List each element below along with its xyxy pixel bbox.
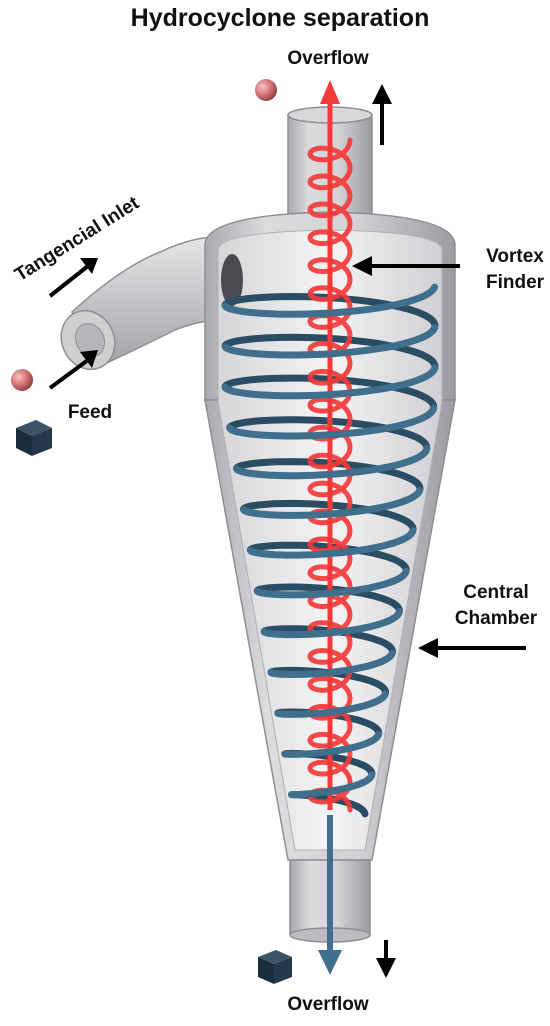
inlet-arrow-icon xyxy=(48,264,90,298)
inner-spiral-coil xyxy=(307,137,353,813)
heavy-particle-feed xyxy=(16,420,52,456)
up-arrow-head-icon xyxy=(372,84,392,104)
light-particle-feed xyxy=(11,369,33,391)
diagram-title: Hydrocyclone separation xyxy=(131,4,430,32)
inner-vortex-spiral xyxy=(225,80,435,975)
light-particle-top xyxy=(255,79,277,101)
label-vortex-finder-line1: Vortex xyxy=(486,246,544,267)
tangential-inlet-pipe xyxy=(60,237,233,371)
label-central-chamber-line2: Chamber xyxy=(455,608,538,629)
direction-arrows xyxy=(48,84,526,978)
down-arrow-head-icon xyxy=(376,958,396,978)
feed-arrow-icon xyxy=(48,358,90,390)
underflow-arrow-icon xyxy=(318,950,342,975)
heavy-particle-bottom xyxy=(258,950,292,984)
label-feed: Feed xyxy=(68,402,112,423)
label-overflow-top: Overflow xyxy=(287,48,369,69)
label-central-chamber-line1: Central xyxy=(463,582,528,603)
label-vortex-finder-line2: Finder xyxy=(486,272,545,293)
label-overflow-bottom: Overflow xyxy=(287,994,369,1015)
overflow-arrow-icon xyxy=(320,80,340,104)
